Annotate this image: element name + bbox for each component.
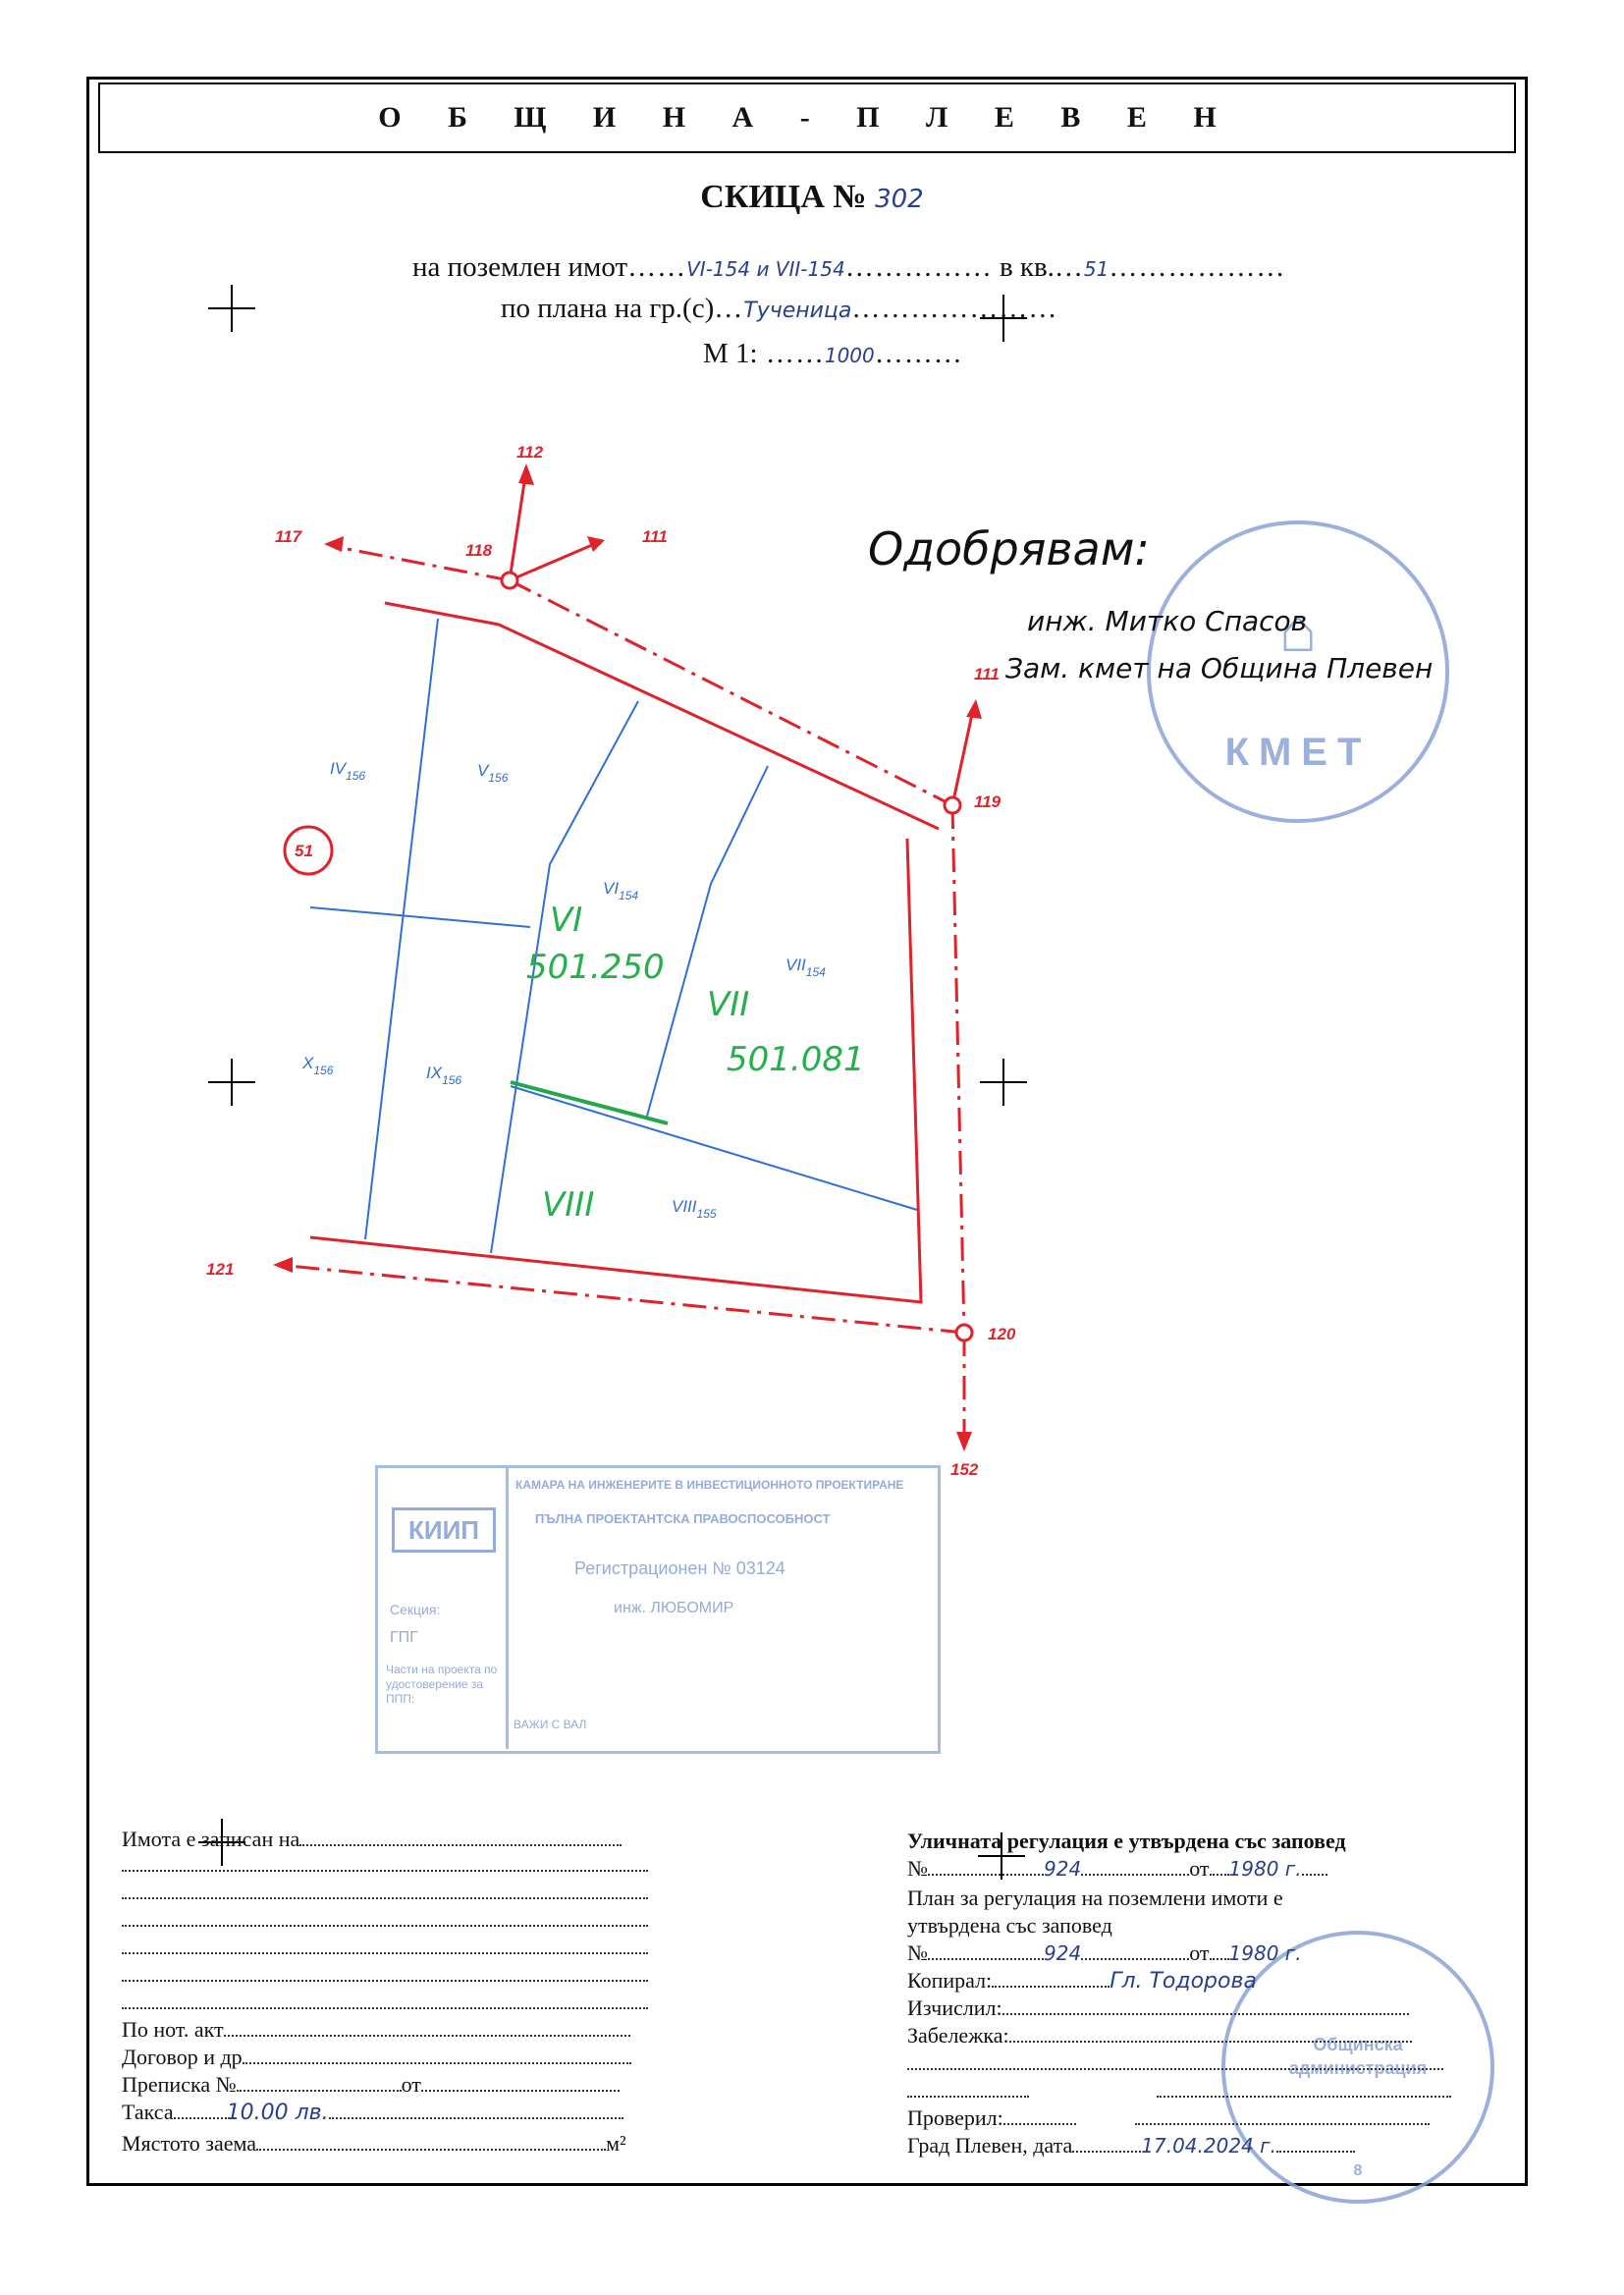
lot-label: IX156 bbox=[426, 1064, 461, 1087]
lot-label: IV156 bbox=[330, 759, 365, 783]
document-frame bbox=[86, 77, 1528, 2186]
arrow-head bbox=[518, 464, 534, 485]
approval-title: Одобрявам: bbox=[868, 522, 1150, 575]
chamber-logo: КИИП bbox=[392, 1507, 496, 1553]
arrow-head bbox=[966, 699, 982, 719]
approval-name: инж. Митко Спасов bbox=[1027, 605, 1308, 637]
axis-line bbox=[950, 804, 966, 1334]
survey-point bbox=[500, 571, 519, 590]
point-label: 119 bbox=[974, 792, 1001, 811]
scale-line: М 1: ……1000……… bbox=[703, 338, 963, 369]
axis-line bbox=[278, 1263, 965, 1335]
municipality-name: О Б Щ И Н А - П Л Е В Е Н bbox=[378, 101, 1236, 134]
grid-cross bbox=[208, 1059, 255, 1106]
lot-line bbox=[510, 1085, 918, 1211]
property-value: VI-154 и VII-154 bbox=[686, 257, 845, 281]
axis-line bbox=[509, 540, 600, 582]
arrow-head bbox=[956, 1432, 972, 1451]
lot-label: VIII155 bbox=[672, 1197, 717, 1221]
lot-label: X156 bbox=[301, 1054, 334, 1077]
arrow-head bbox=[273, 1257, 293, 1273]
block-number-circle bbox=[283, 825, 334, 876]
grid-cross bbox=[208, 285, 255, 332]
block-boundary bbox=[384, 601, 940, 831]
lot-label: VI154 bbox=[603, 879, 638, 902]
grid-cross bbox=[980, 1059, 1027, 1106]
grid-cross bbox=[198, 1819, 245, 1866]
sketch-number: 302 bbox=[875, 185, 924, 214]
arrow-head bbox=[587, 536, 605, 552]
point-label: 120 bbox=[988, 1325, 1016, 1343]
point-label: 121 bbox=[206, 1260, 234, 1279]
point-label: 118 bbox=[465, 541, 493, 560]
green-annotation: VIII bbox=[542, 1185, 594, 1225]
point-label: 111 bbox=[974, 665, 1000, 683]
point-label: 112 bbox=[516, 443, 544, 462]
sketch-title: СКИЦА № 302 bbox=[700, 179, 924, 215]
mayor-stamp: ⌂ КМЕТ bbox=[1147, 520, 1449, 823]
block-value: 51 bbox=[1083, 257, 1110, 281]
fee-value: 10.00 лв. bbox=[226, 2101, 329, 2125]
block-number: 51 bbox=[295, 842, 313, 860]
green-annotation: VI bbox=[550, 901, 582, 940]
lot-label: V156 bbox=[477, 761, 509, 785]
block-boundary bbox=[309, 838, 923, 1304]
lot-line bbox=[490, 700, 639, 1254]
grid-cross bbox=[978, 1832, 1025, 1880]
lot-line bbox=[364, 618, 439, 1240]
engineer-stamp: КИИП Секция: ГПГ Части на проекта по удо… bbox=[375, 1465, 941, 1754]
survey-point bbox=[954, 1323, 974, 1342]
approval-position: Зам. кмет на Община Плевен bbox=[1005, 652, 1434, 684]
axis-line bbox=[508, 468, 528, 581]
point-label: 111 bbox=[642, 527, 668, 546]
arrow-head bbox=[324, 536, 344, 552]
axis-line bbox=[331, 544, 511, 582]
point-label: 152 bbox=[950, 1460, 979, 1479]
survey-point bbox=[943, 795, 962, 815]
axis-line bbox=[509, 578, 953, 807]
scale-value: 1000 bbox=[824, 344, 875, 367]
green-annotation: VII bbox=[707, 985, 749, 1024]
plan-value: Тученица bbox=[743, 299, 852, 323]
green-annotation: 501.250 bbox=[526, 948, 665, 987]
property-line: на поземлен имот……VI-154 и VII-154…………… … bbox=[412, 251, 1286, 283]
axis-line bbox=[950, 704, 976, 806]
lot-line bbox=[309, 906, 531, 928]
point-label: 117 bbox=[275, 527, 303, 546]
lot-line bbox=[645, 765, 769, 1120]
admin-stamp: Общинска администрация 8 bbox=[1221, 1931, 1494, 2204]
grid-cross bbox=[980, 295, 1027, 342]
lot-label: VII154 bbox=[785, 956, 826, 979]
green-mark bbox=[510, 1080, 669, 1125]
municipality-header: О Б Щ И Н А - П Л Е В Е Н bbox=[98, 82, 1516, 153]
green-annotation: 501.081 bbox=[727, 1040, 865, 1079]
